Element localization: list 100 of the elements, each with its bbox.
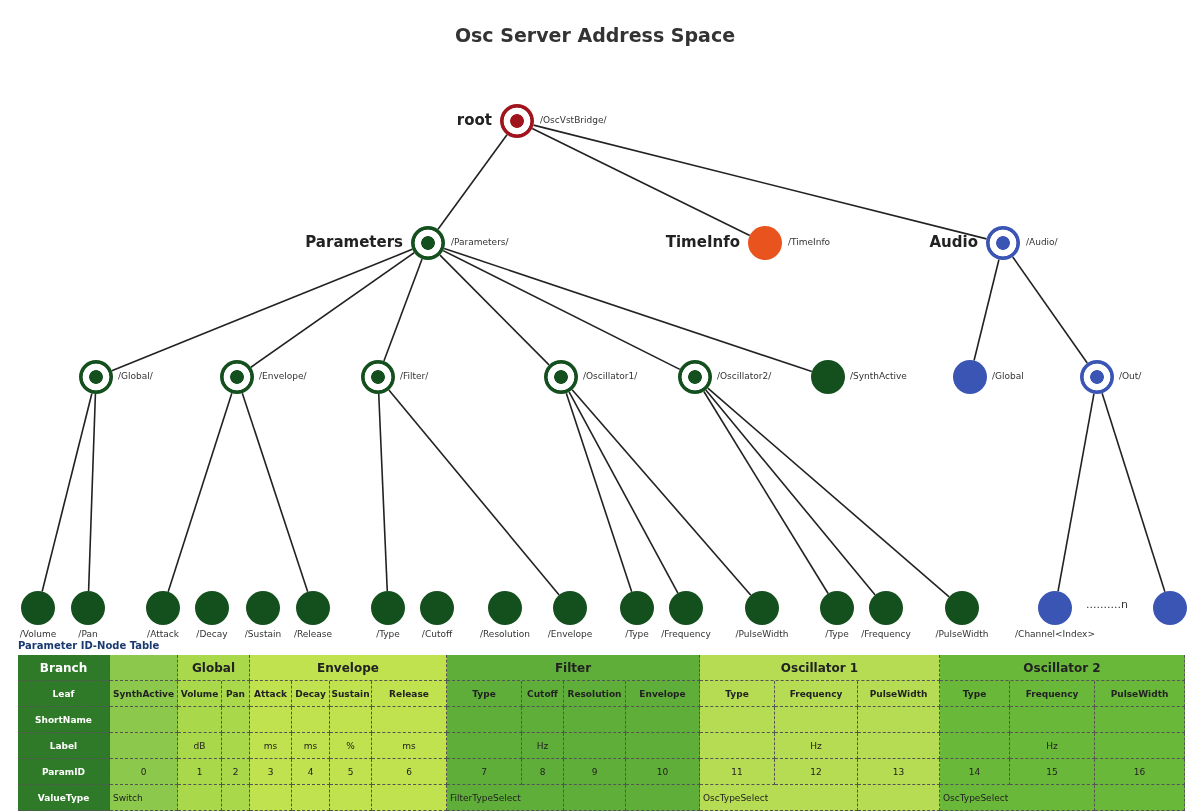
table-cell: Sustain: [330, 681, 372, 707]
connector-line: [167, 392, 233, 593]
table-cell: Release: [372, 681, 447, 707]
address-path: /PulseWidth: [735, 629, 789, 639]
table-cell: 5: [330, 759, 372, 785]
connector-line: [1101, 392, 1166, 593]
table-cell: dB: [178, 733, 222, 759]
address-path: /OscVstBridge/: [540, 115, 607, 125]
column-group-header: Filter: [447, 655, 700, 681]
table-cell: ms: [372, 733, 447, 759]
table-cell: 14: [940, 759, 1010, 785]
address-path: /SynthActive: [850, 371, 907, 381]
table-cell: 13: [858, 759, 940, 785]
table-cell: Hz: [1010, 733, 1095, 759]
connector-line: [707, 387, 950, 598]
table-cell: 1: [178, 759, 222, 785]
column-group-header: Oscillator 1: [700, 655, 940, 681]
address-path: /Decay: [196, 629, 228, 639]
row-header: Label: [18, 733, 110, 759]
address-path: /Type: [625, 629, 649, 639]
connector-line: [571, 389, 752, 596]
connector-line: [110, 248, 414, 372]
table-cell: ms: [292, 733, 330, 759]
table-cell: OscTypeSelect: [700, 785, 858, 811]
table-cell: 11: [700, 759, 775, 785]
connector-line: [973, 258, 1000, 362]
table-cell: 9: [564, 759, 626, 785]
address-path: /Oscillator1/: [583, 371, 638, 381]
connector-line: [241, 392, 309, 593]
table-cell: PulseWidth: [858, 681, 940, 707]
table-cell: Volume: [178, 681, 222, 707]
address-path: /Attack: [147, 629, 179, 639]
connector-line: [87, 393, 97, 592]
table-cell: Pan: [222, 681, 250, 707]
column-group-header: Global: [178, 655, 250, 681]
connector-line: [41, 392, 93, 593]
connector-line: [377, 393, 389, 592]
table-cell: %: [330, 733, 372, 759]
address-path: /PulseWidth: [935, 629, 989, 639]
table-cell: Type: [447, 681, 522, 707]
address-path: /Channel<Index>: [1015, 629, 1095, 639]
table-cell: 6: [372, 759, 447, 785]
address-path: /Out/: [1119, 371, 1142, 381]
address-path: /Pan: [78, 629, 98, 639]
address-path: /Global/: [118, 371, 153, 381]
table-cell: SynthActive: [110, 681, 178, 707]
table-cell: 16: [1095, 759, 1185, 785]
table-cell: Attack: [250, 681, 292, 707]
address-path: /Release: [293, 629, 333, 639]
ellipsis-label: ..........n: [1086, 598, 1128, 611]
table-cell: 8: [522, 759, 564, 785]
row-header: ValueType: [18, 785, 110, 811]
address-path: /Envelope: [547, 629, 593, 639]
row-header: ParamID: [18, 759, 110, 785]
address-path: /Filter/: [400, 371, 429, 381]
connector-line: [1057, 392, 1095, 593]
address-path: /Sustain: [244, 629, 282, 639]
connector-line: [383, 258, 423, 362]
table-cell: Type: [940, 681, 1010, 707]
connector-line: [439, 254, 550, 366]
table-cell: 7: [447, 759, 522, 785]
address-path: /Global: [992, 371, 1024, 381]
table-cell: Frequency: [1010, 681, 1095, 707]
connector-line: [532, 124, 988, 240]
table-cell: 12: [775, 759, 858, 785]
address-path: /Volume: [19, 629, 57, 639]
node-name: Parameters: [305, 233, 403, 251]
row-header: Branch: [18, 655, 110, 681]
table-cell: FilterTypeSelect: [447, 785, 564, 811]
column-group-header: Oscillator 2: [940, 655, 1185, 681]
connector-line: [531, 127, 751, 237]
connector-line: [705, 389, 876, 596]
table-cell: 0: [110, 759, 178, 785]
table-cell: Hz: [775, 733, 858, 759]
table-cell: Envelope: [626, 681, 700, 707]
table-cell: ms: [250, 733, 292, 759]
column-group-header: Envelope: [250, 655, 447, 681]
address-path: /Frequency: [861, 629, 911, 639]
connector-line: [565, 392, 633, 593]
table-cell: Cutoff: [522, 681, 564, 707]
table-cell: Switch: [110, 785, 178, 811]
connector-line: [1011, 256, 1089, 364]
connector-line: [568, 391, 679, 594]
address-path: /Frequency: [661, 629, 711, 639]
node-name: Audio: [929, 233, 978, 251]
address-path: /Audio/: [1026, 237, 1058, 247]
diagram-title: Osc Server Address Space: [453, 24, 737, 46]
table-cell: 10: [626, 759, 700, 785]
address-path: /Envelope/: [259, 371, 307, 381]
table-cell: OscTypeSelect: [940, 785, 1095, 811]
table-cell: 4: [292, 759, 330, 785]
address-path: /Resolution: [479, 629, 531, 639]
table-cell: Decay: [292, 681, 330, 707]
address-path: /Oscillator2/: [717, 371, 772, 381]
address-path: /Cutoff: [421, 629, 453, 639]
table-cell: Resolution: [564, 681, 626, 707]
row-header: Leaf: [18, 681, 110, 707]
table-cell: Hz: [522, 733, 564, 759]
address-path: /Type: [825, 629, 849, 639]
table-cell: 15: [1010, 759, 1095, 785]
